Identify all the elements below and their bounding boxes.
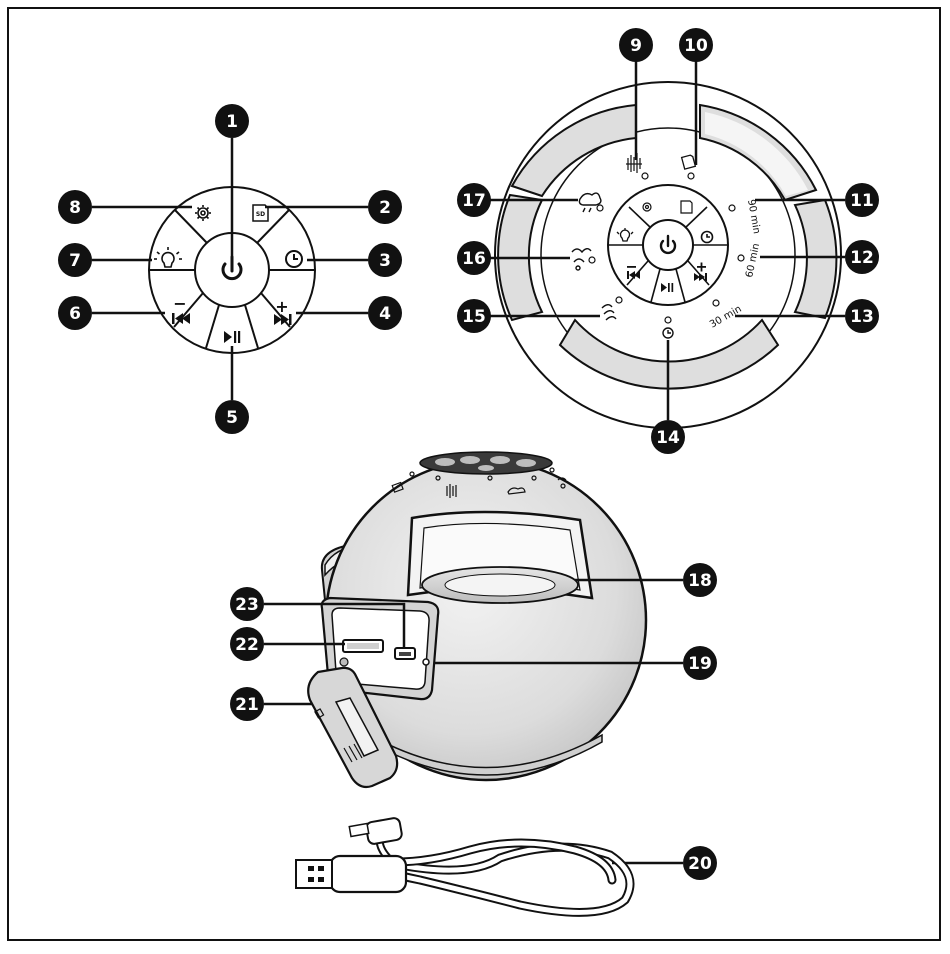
callout-18: 18 — [683, 563, 717, 597]
svg-text:12: 12 — [850, 248, 874, 268]
callout-12: 12 — [845, 240, 879, 274]
usb-cable — [296, 817, 630, 912]
svg-text:10: 10 — [684, 36, 708, 56]
svg-text:17: 17 — [462, 191, 486, 211]
svg-text:23: 23 — [235, 595, 259, 615]
callout-17: 17 — [457, 183, 491, 217]
callout-21: 21 — [230, 687, 264, 721]
svg-text:21: 21 — [235, 695, 259, 715]
callout-6: 6 — [58, 296, 92, 330]
svg-text:1: 1 — [226, 112, 238, 132]
callout-22: 22 — [230, 627, 264, 661]
svg-text:5: 5 — [226, 408, 238, 428]
callout-1: 1 — [215, 104, 249, 138]
svg-text:15: 15 — [462, 307, 486, 327]
birds-led — [589, 257, 595, 263]
svg-text:4: 4 — [379, 304, 391, 324]
svg-text:11: 11 — [850, 191, 874, 211]
callout-2: 2 — [368, 190, 402, 224]
callout-23: 23 — [230, 587, 264, 621]
svg-text:3: 3 — [379, 251, 391, 271]
svg-text:7: 7 — [69, 251, 81, 271]
micro-usb-plug — [365, 817, 402, 845]
top-sd-icon[interactable] — [681, 201, 692, 213]
charge-led — [423, 659, 429, 665]
sd-mode-led — [688, 173, 694, 179]
svg-text:9: 9 — [630, 36, 642, 56]
callout-10: 10 — [679, 28, 713, 62]
callout-11: 11 — [845, 183, 879, 217]
callout-3: 3 — [368, 243, 402, 277]
svg-text:14: 14 — [656, 428, 680, 448]
waves-led — [616, 297, 622, 303]
svg-text:13: 13 — [850, 307, 874, 327]
callout-14: 14 — [651, 420, 685, 454]
callout-9: 9 — [619, 28, 653, 62]
minus-label: − — [173, 294, 186, 313]
callout-7: 7 — [58, 243, 92, 277]
callout-5: 5 — [215, 400, 249, 434]
sd-label: SD — [256, 211, 265, 218]
speaker-ball — [308, 452, 646, 787]
callout-20: 20 — [683, 846, 717, 880]
callout-16: 16 — [457, 241, 491, 275]
svg-text:16: 16 — [462, 249, 486, 269]
timer-60-led — [738, 255, 744, 261]
svg-text:8: 8 — [69, 198, 81, 218]
wind-rain-led — [597, 205, 603, 211]
white-noise-led — [642, 173, 648, 179]
usb-a-plug-housing — [330, 856, 406, 892]
callout-8: 8 — [58, 190, 92, 224]
svg-text:6: 6 — [69, 304, 81, 324]
svg-text:20: 20 — [688, 854, 712, 874]
svg-text:2: 2 — [379, 198, 391, 218]
callout-19: 19 — [683, 646, 717, 680]
callout-4: 4 — [368, 296, 402, 330]
callout-15: 15 — [457, 299, 491, 333]
timer-led — [665, 317, 671, 323]
plus-label: + — [275, 297, 288, 316]
timer-30-led — [713, 300, 719, 306]
callout-13: 13 — [845, 299, 879, 333]
sd-mode-icon — [682, 155, 696, 169]
svg-text:19: 19 — [688, 654, 712, 674]
usb-a-connector — [296, 860, 332, 888]
svg-text:22: 22 — [235, 635, 259, 655]
timer-90-led — [729, 205, 735, 211]
svg-text:18: 18 — [688, 571, 712, 591]
